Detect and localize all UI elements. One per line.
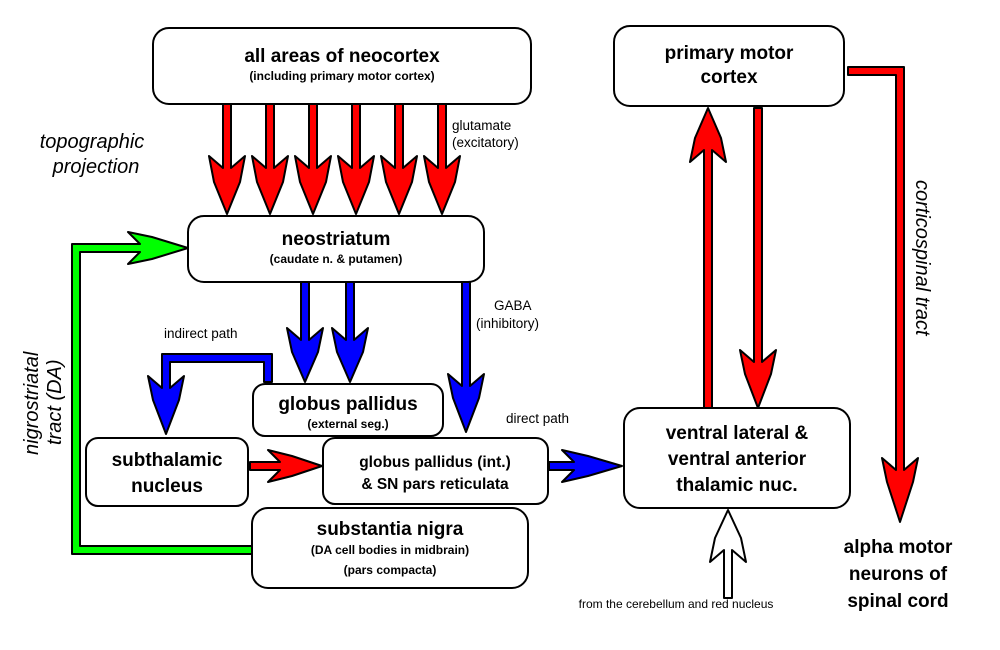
corticospinal-label: corticospinal tract: [911, 180, 933, 337]
topographic-label-line1: topographic: [40, 131, 145, 153]
arrow-motor-cortex-to-thalamus: [739, 107, 777, 409]
spinal-cord-line3: spinal cord: [847, 591, 948, 612]
spinal-cord-line2: neurons of: [849, 564, 948, 585]
gp-internal-line2: & SN pars reticulata: [361, 476, 509, 493]
cerebellum-label: from the cerebellum and red nucleus: [579, 597, 774, 611]
motor-cortex-line1: primary motor: [665, 43, 794, 64]
node-substantia-nigra: substantia nigra (DA cell bodies in midb…: [251, 507, 529, 589]
glutamate-label-line1: glutamate: [452, 118, 511, 133]
indirect-path-label: indirect path: [164, 326, 238, 341]
glutamate-arrow-6: [423, 103, 461, 215]
node-subthalamic-nucleus: subthalamic nucleus: [85, 437, 249, 507]
glutamate-arrow-5: [380, 103, 418, 215]
gp-external-subtitle: (external seg.): [307, 417, 388, 431]
thalamus-line1: ventral lateral &: [666, 423, 809, 444]
substantia-nigra-subtitle1: (DA cell bodies in midbrain): [311, 543, 469, 557]
arrow-from-cerebellum: [709, 509, 747, 599]
node-neostriatum: neostriatum (caudate n. & putamen): [187, 215, 485, 283]
subthalamic-box: [85, 437, 249, 507]
arrow-gp-internal-to-thalamus: [548, 449, 623, 483]
node-globus-pallidus-internal: globus pallidus (int.) & SN pars reticul…: [322, 437, 549, 505]
glutamate-arrow-1: [208, 103, 246, 215]
nigrostriatal-label: nigrostriatal tract (DA): [21, 351, 66, 455]
arrow-neostriatum-to-gp-external-1: [286, 281, 324, 383]
neocortex-title: all areas of neocortex: [244, 46, 440, 67]
neocortex-subtitle: (including primary motor cortex): [249, 69, 434, 83]
glutamate-label-line2: (excitatory): [452, 135, 519, 150]
spinal-cord-line1: alpha motor: [844, 537, 953, 558]
glutamate-arrow-4: [337, 103, 375, 215]
substantia-nigra-box: [251, 507, 529, 589]
node-globus-pallidus-external: globus pallidus (external seg.): [252, 383, 444, 437]
gp-internal-box: [322, 437, 549, 505]
node-spinal-cord: alpha motor neurons of spinal cord: [844, 537, 953, 612]
glutamate-arrow-3: [294, 103, 332, 215]
neocortex-box: [152, 27, 532, 105]
motor-cortex-line2: cortex: [700, 67, 757, 88]
nigrostriatal-label-line1: nigrostriatal: [21, 351, 43, 455]
arrow-corticospinal-tract: [847, 66, 919, 523]
arrow-thalamus-to-motor-cortex: [689, 107, 727, 409]
arrow-subthalamic-to-gp-internal: [249, 449, 323, 483]
arrow-neostriatum-to-gp-external-2: [331, 281, 369, 383]
neostriatum-box: [187, 215, 485, 283]
arrow-neocortex-to-neostriatum: [208, 103, 461, 215]
neostriatum-subtitle: (caudate n. & putamen): [270, 252, 403, 266]
glutamate-arrow-2: [251, 103, 289, 215]
substantia-nigra-title: substantia nigra: [317, 519, 464, 540]
node-primary-motor-cortex: primary motor cortex: [613, 25, 845, 107]
subthalamic-line1: subthalamic: [112, 450, 223, 471]
neostriatum-title: neostriatum: [282, 229, 391, 250]
topographic-label-line2: projection: [52, 156, 140, 178]
nigrostriatal-label-line2: tract (DA): [44, 359, 66, 445]
node-neocortex: all areas of neocortex (including primar…: [152, 27, 532, 105]
gp-internal-line1: globus pallidus (int.): [359, 454, 511, 471]
thalamus-line3: thalamic nuc.: [676, 475, 797, 496]
thalamus-box: [623, 407, 851, 509]
node-thalamus: ventral lateral & ventral anterior thala…: [623, 407, 851, 509]
arrow-indirect-path: [147, 353, 273, 435]
substantia-nigra-subtitle2: (pars compacta): [344, 563, 437, 577]
direct-path-label: direct path: [506, 411, 569, 426]
gaba-label-line2: (inhibitory): [476, 316, 539, 331]
arrow-direct-path: [447, 281, 485, 433]
thalamus-line2: ventral anterior: [668, 449, 807, 470]
arrow-nigrostriatal-tract: [71, 231, 253, 555]
gaba-label-line1: GABA: [494, 298, 532, 313]
gp-external-title: globus pallidus: [278, 394, 417, 415]
motor-cortex-box: [613, 25, 845, 107]
subthalamic-line2: nucleus: [131, 476, 203, 497]
gp-external-box: [252, 383, 444, 437]
